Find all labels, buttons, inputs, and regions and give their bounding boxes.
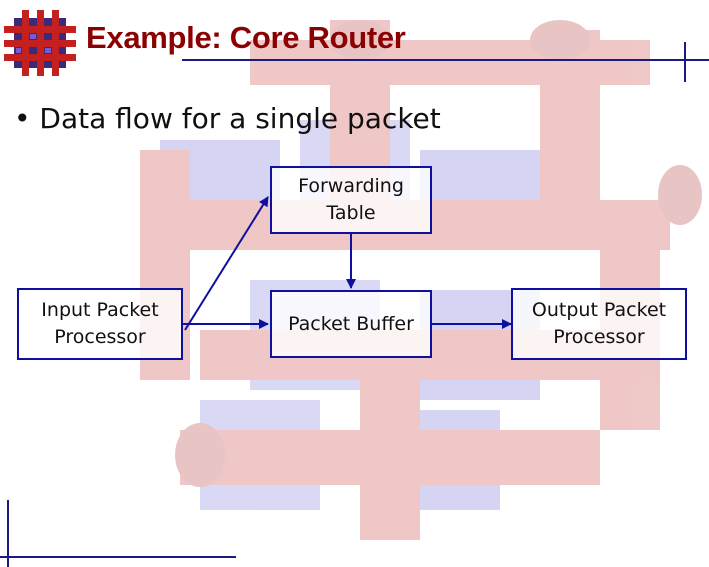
left-rule <box>7 500 9 567</box>
right-rule <box>684 42 686 82</box>
slide-title: Example: Core Router <box>86 20 406 55</box>
input-packet-processor-box: Input Packet Processor <box>17 288 183 360</box>
bottom-rule <box>0 556 236 558</box>
title-rule <box>182 59 709 61</box>
cube-logo-icon <box>4 10 76 76</box>
output-packet-processor-box: Output Packet Processor <box>511 288 687 360</box>
packet-buffer-box: Packet Buffer <box>270 290 432 358</box>
forwarding-table-box: Forwarding Table <box>270 166 432 234</box>
bullet-text: • Data flow for a single packet <box>14 102 441 135</box>
arrow-input-to-forwarding <box>184 196 269 331</box>
